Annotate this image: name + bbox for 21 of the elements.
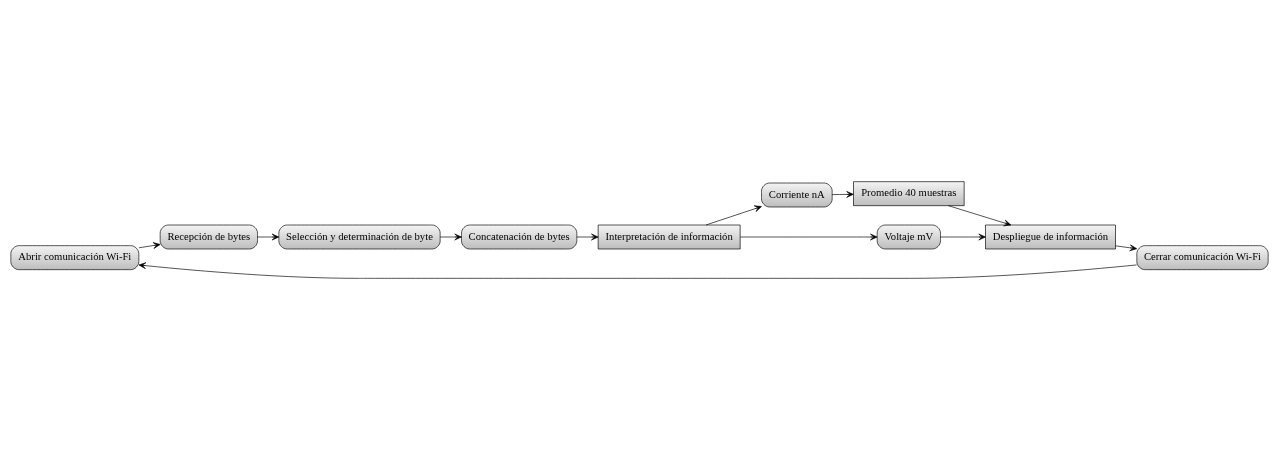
arrow [138, 242, 161, 249]
arrow [705, 205, 762, 226]
arrow [831, 191, 854, 198]
arrow [257, 233, 280, 241]
node-box: Abrir comunicación Wi-Fi [10, 245, 140, 270]
arrow [740, 233, 878, 241]
arrow [576, 233, 599, 241]
arrow [1115, 244, 1138, 252]
node-box: Corriente nA [761, 182, 833, 208]
node-box: Selección y determinación de byte [278, 224, 441, 250]
arrow [948, 205, 1012, 227]
arrow [138, 262, 1137, 279]
node-box: Concatenación de bytes [461, 224, 578, 250]
arrow [439, 233, 462, 241]
node-box: Promedio 40 muestras [853, 181, 965, 206]
node-box: Cerrar comunicación Wi-Fi [1136, 245, 1269, 270]
arrow [940, 233, 986, 241]
node-box: Despliegue de información [985, 224, 1116, 250]
node-box: Recepción de bytes [159, 224, 258, 250]
node-box: Voltaje mV [876, 224, 941, 250]
node-box: Interpretación de información [597, 224, 741, 250]
